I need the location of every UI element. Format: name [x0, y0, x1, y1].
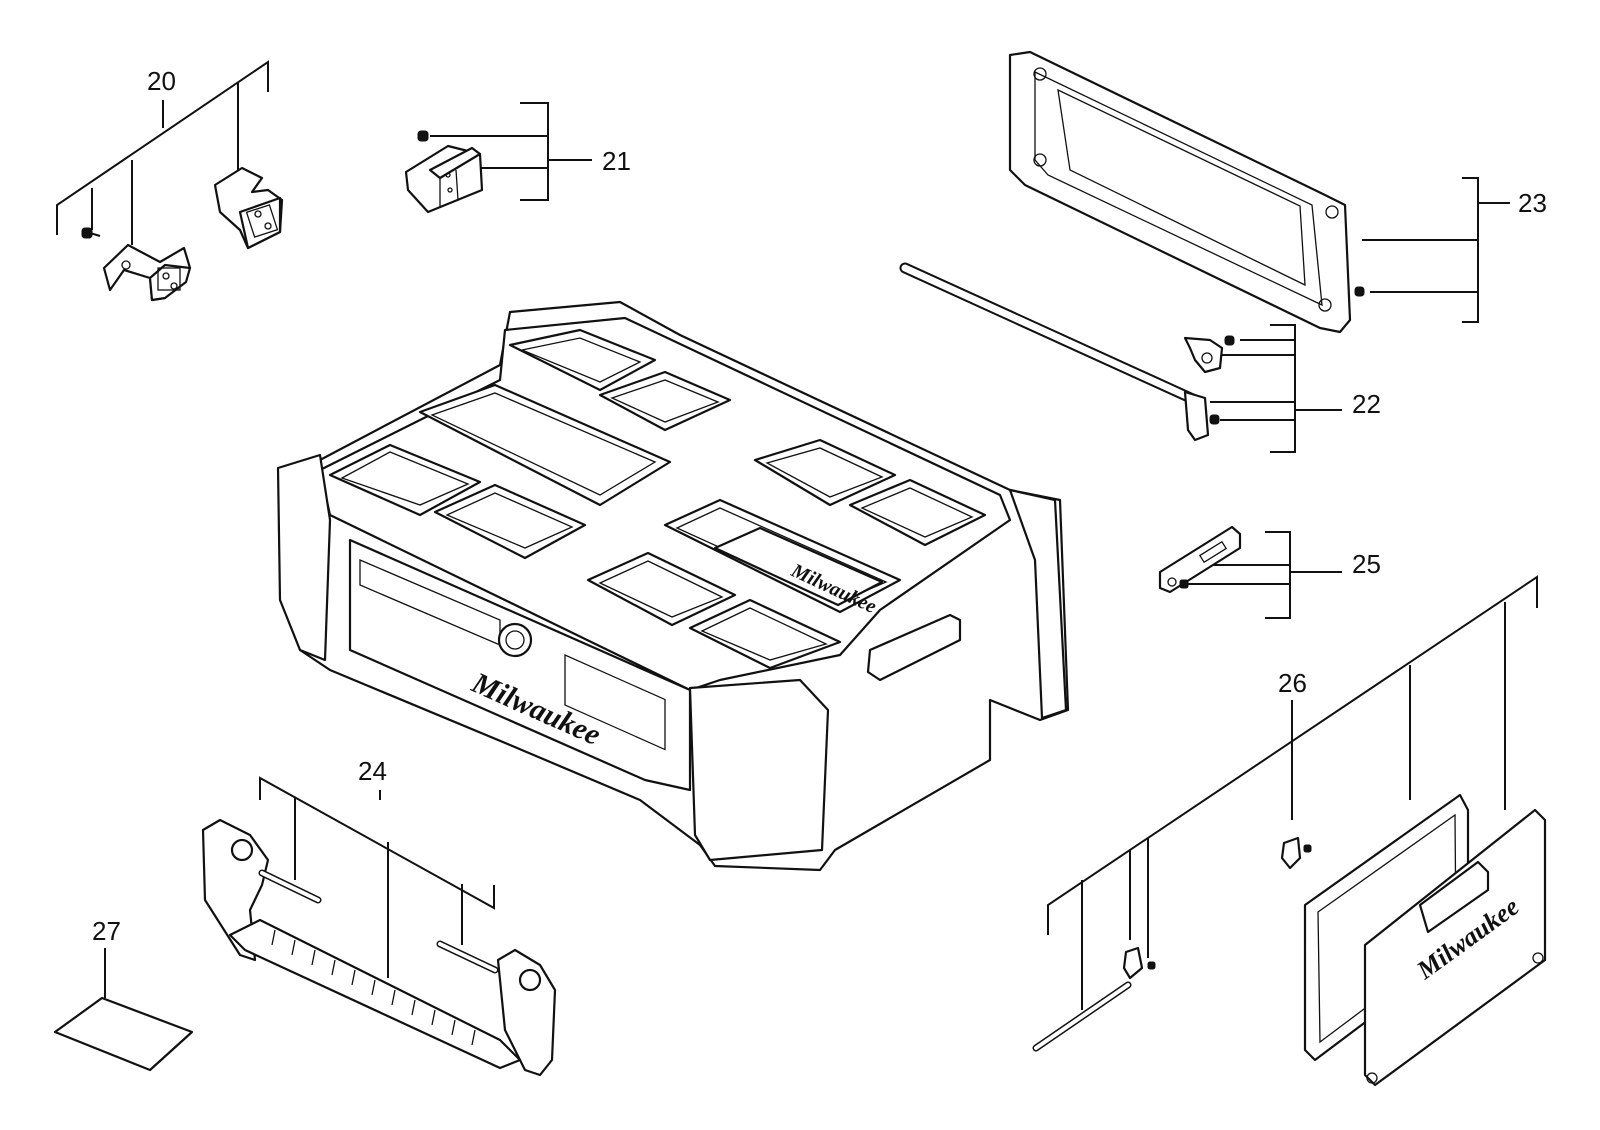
part-21-latch: 21	[404, 102, 631, 214]
front-panel	[348, 538, 692, 792]
callout-20: 20	[147, 66, 176, 96]
callout-22: 22	[1352, 389, 1381, 419]
knob-icon	[497, 622, 533, 658]
part-26-door: 26 Milwaukee	[1032, 575, 1547, 1087]
part-22-hinge-rod: 22	[899, 262, 1381, 453]
callout-21: 21	[602, 146, 631, 176]
screw-icon	[1209, 335, 1235, 425]
grip-ribs	[271, 929, 476, 1046]
callout-27: 27	[92, 916, 121, 946]
part-27-sticker: 27	[53, 916, 194, 1072]
screw-icon	[417, 130, 429, 142]
callout-23: 23	[1518, 188, 1547, 218]
side-handle	[866, 613, 962, 682]
button-grid	[564, 654, 666, 751]
bracket-upper	[213, 166, 284, 250]
main-toolbox-assembly: Milwaukee Milwaukee	[276, 300, 1070, 872]
callout-26: 26	[1278, 668, 1307, 698]
screw-icon	[81, 227, 101, 239]
screw-icon	[1354, 286, 1365, 297]
callout-24: 24	[358, 756, 387, 786]
part-23-lid-frame: 23	[1008, 50, 1547, 334]
part-25-label-plate: 25	[1158, 525, 1381, 619]
screw-icon	[1147, 844, 1312, 970]
callout-25: 25	[1352, 549, 1381, 579]
leader-20	[56, 60, 269, 235]
bracket-lower	[102, 243, 192, 302]
part-20-hinge-brackets: 20	[56, 60, 284, 302]
part-24-carry-handle: 24	[201, 756, 557, 1077]
screw-icon	[1179, 579, 1189, 589]
lid-label-plate	[713, 526, 884, 607]
